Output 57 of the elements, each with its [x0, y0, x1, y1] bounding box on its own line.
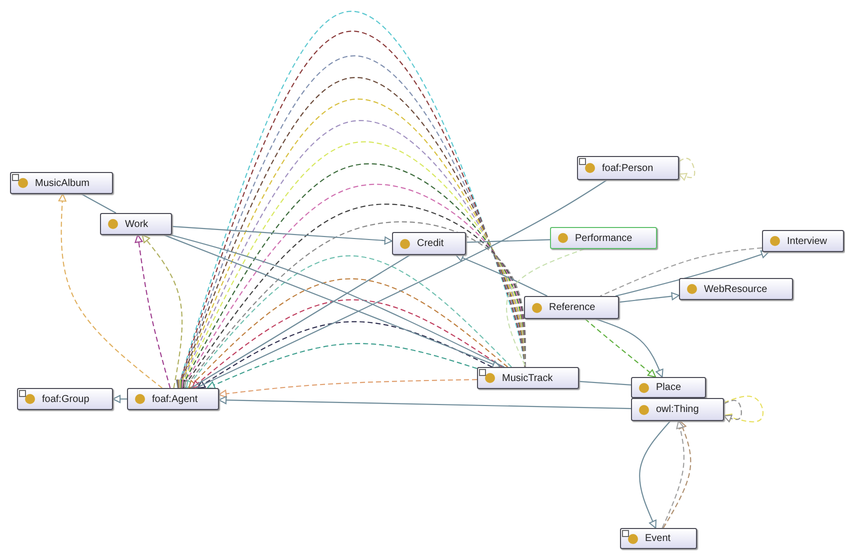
arrow [142, 234, 183, 388]
arrow [218, 379, 478, 398]
class-name: Place [656, 382, 682, 393]
class-box [392, 232, 466, 255]
class-name: Reference [549, 302, 596, 313]
connector-line [196, 180, 608, 388]
class-name: foaf:Agent [152, 394, 198, 404]
class-name: Event [645, 533, 671, 544]
class-box [631, 377, 706, 398]
class-box [127, 388, 219, 410]
arrow [455, 254, 548, 296]
arrow [218, 396, 632, 410]
arrow [58, 193, 162, 388]
arrow [723, 400, 742, 422]
class-box [524, 296, 619, 319]
arrow [186, 255, 512, 389]
class-name: foaf:Group [42, 394, 90, 404]
arrow [192, 299, 502, 389]
arrow [112, 394, 127, 404]
class-name: foaf:Person [602, 162, 654, 174]
arrow [134, 234, 171, 388]
arrow [172, 226, 393, 245]
class-box [620, 528, 697, 549]
class-name: Interview [787, 236, 828, 246]
class-name: Performance [575, 232, 632, 244]
connector-line [466, 239, 550, 243]
class-box [577, 156, 679, 180]
class-name: Credit [417, 238, 444, 249]
class-name: WebResource [704, 284, 768, 294]
class-box [631, 398, 724, 421]
arrow [618, 292, 680, 303]
arrow [197, 321, 492, 389]
class-box [10, 172, 113, 194]
class-name: MusicAlbum [35, 178, 90, 188]
arrow [188, 278, 508, 389]
class-name: Work [125, 218, 148, 230]
class-box [679, 278, 793, 300]
class-box [100, 213, 172, 235]
arrow [662, 420, 684, 528]
arrow [662, 420, 692, 528]
arrow [206, 342, 478, 389]
connector-line [600, 247, 762, 296]
class-box [550, 227, 657, 249]
connector-line [578, 380, 632, 386]
arrow [639, 420, 671, 529]
class-name: owl:Thing [656, 404, 699, 415]
class-box [17, 388, 113, 410]
arrow [678, 158, 696, 181]
class-box [762, 230, 844, 252]
class-name: MusicTrack [502, 372, 553, 384]
class-box [477, 367, 579, 389]
arrow [615, 250, 770, 297]
arrow [584, 318, 656, 378]
arrow [723, 396, 764, 422]
connector-line [506, 248, 585, 368]
connector-line [190, 254, 410, 388]
arrow [596, 318, 664, 378]
